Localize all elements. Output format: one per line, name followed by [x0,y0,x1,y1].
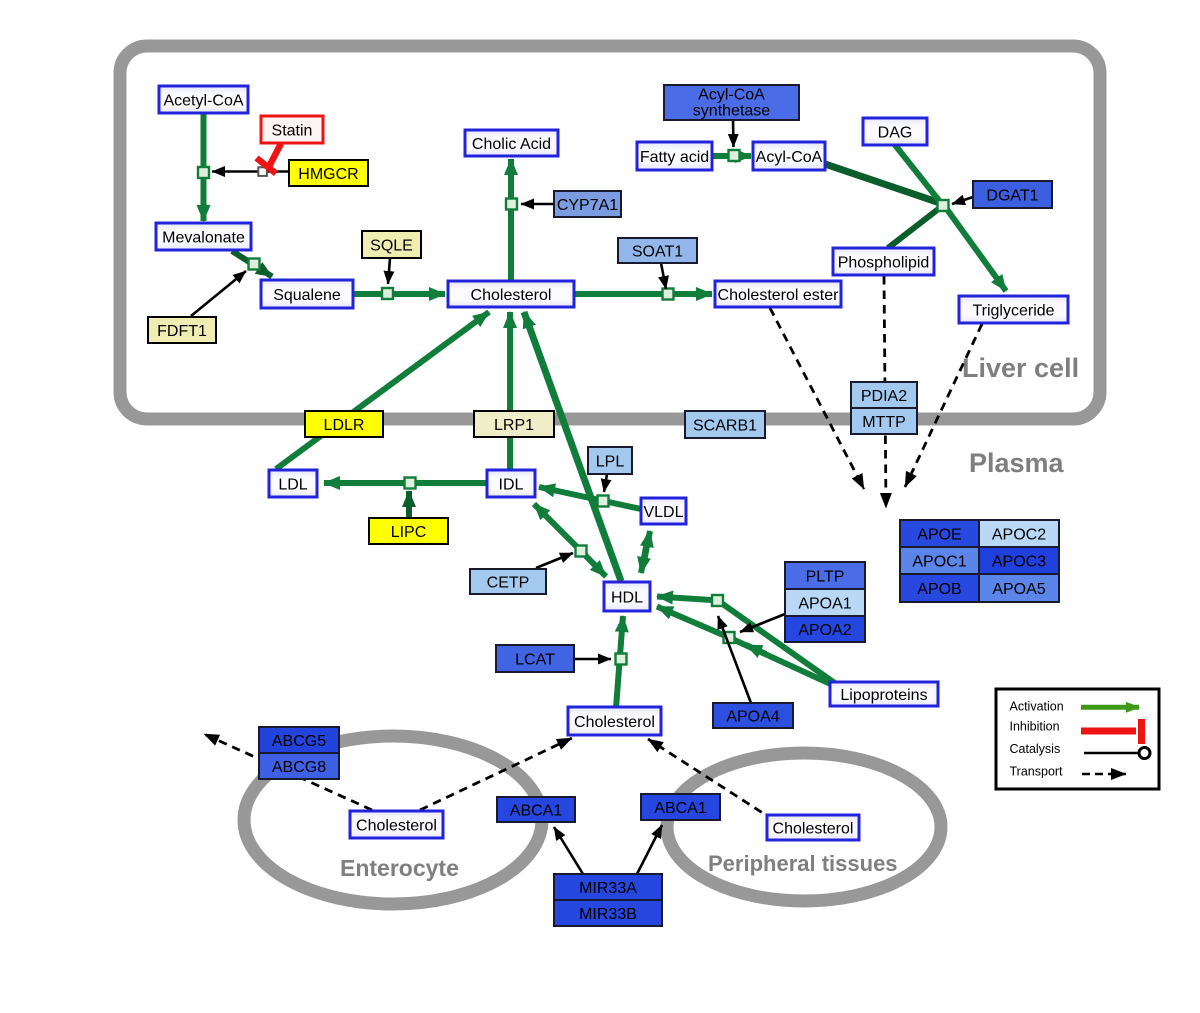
svg-text:LDL: LDL [278,476,307,493]
svg-text:Transport: Transport [1010,765,1064,779]
svg-text:APOA4: APOA4 [726,708,779,725]
svg-text:LIPC: LIPC [391,524,427,541]
svg-text:Inhibition: Inhibition [1010,720,1060,734]
svg-text:APOC2: APOC2 [992,526,1046,543]
svg-text:SOAT1: SOAT1 [632,243,683,260]
svg-text:Peripheral tissues: Peripheral tissues [708,851,898,876]
svg-text:HMGCR: HMGCR [298,166,358,183]
svg-text:PDIA2: PDIA2 [861,388,907,405]
svg-text:Triglyceride: Triglyceride [972,302,1054,319]
svg-text:Cholesterol: Cholesterol [574,714,655,731]
svg-text:APOB: APOB [917,581,961,598]
svg-text:Cholesterol: Cholesterol [356,817,437,834]
svg-text:APOA5: APOA5 [992,581,1045,598]
svg-text:DGAT1: DGAT1 [986,187,1038,204]
svg-text:APOC3: APOC3 [992,553,1046,570]
svg-text:Statin: Statin [272,122,313,139]
svg-text:Cholic Acid: Cholic Acid [472,136,551,153]
svg-text:Acyl-CoA: Acyl-CoA [756,149,823,166]
svg-text:ABCG8: ABCG8 [272,759,326,776]
svg-text:DAG: DAG [878,124,913,141]
svg-text:Liver cell: Liver cell [962,353,1079,383]
svg-text:ABCG5: ABCG5 [272,733,326,750]
svg-text:Catalysis: Catalysis [1010,742,1061,756]
svg-text:Mevalonate: Mevalonate [162,229,245,246]
svg-text:CYP7A1: CYP7A1 [557,197,618,214]
svg-text:APOA2: APOA2 [798,622,851,639]
svg-text:Activation: Activation [1010,699,1064,713]
svg-text:Acyl-CoA: Acyl-CoA [698,87,765,104]
svg-text:LDLR: LDLR [324,417,365,434]
svg-text:ABCA1: ABCA1 [654,800,707,817]
svg-text:Fatty acid: Fatty acid [640,149,709,166]
svg-text:Lipoproteins: Lipoproteins [840,687,927,704]
svg-text:MTTP: MTTP [862,414,906,431]
svg-text:Squalene: Squalene [273,287,341,304]
svg-text:MIR33B: MIR33B [579,906,637,923]
svg-text:Plasma: Plasma [969,448,1065,478]
svg-text:Acetyl-CoA: Acetyl-CoA [163,92,243,109]
svg-text:MIR33A: MIR33A [579,880,637,897]
svg-text:LCAT: LCAT [515,651,555,668]
svg-text:PLTP: PLTP [806,568,845,585]
svg-text:ABCA1: ABCA1 [510,802,563,819]
svg-text:CETP: CETP [487,574,530,591]
svg-text:SCARB1: SCARB1 [693,417,757,434]
svg-text:HDL: HDL [611,589,643,606]
svg-text:Cholesterol: Cholesterol [773,820,854,837]
svg-text:SQLE: SQLE [370,237,413,254]
svg-text:LPL: LPL [596,453,625,470]
svg-text:APOE: APOE [917,526,961,543]
svg-text:APOC1: APOC1 [912,553,966,570]
svg-text:Enterocyte: Enterocyte [340,855,459,881]
svg-text:Cholesterol ester: Cholesterol ester [718,287,840,304]
svg-text:VLDL: VLDL [643,504,683,521]
svg-text:LRP1: LRP1 [494,417,534,434]
svg-text:Phospholipid: Phospholipid [838,254,930,271]
svg-text:IDL: IDL [499,476,524,493]
svg-text:APOA1: APOA1 [798,595,851,612]
svg-text:synthetase: synthetase [693,103,770,120]
svg-text:FDFT1: FDFT1 [157,323,207,340]
svg-text:Cholesterol: Cholesterol [471,287,552,304]
